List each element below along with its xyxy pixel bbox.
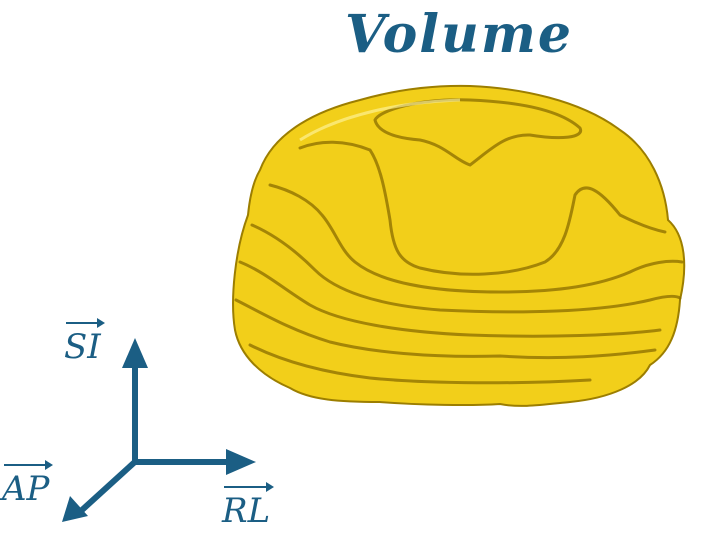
si-arrow-icon (122, 338, 148, 368)
ap-arrow-icon (62, 496, 88, 522)
rl-axis-label: RL (222, 482, 275, 528)
rl-axis-label-text: RL (222, 482, 275, 528)
volume-silhouette (232, 84, 686, 407)
figure-title: Volume (345, 4, 573, 65)
rl-arrow-icon (226, 449, 256, 475)
si-axis-label-text: SI (64, 318, 105, 364)
si-axis-label: SI (64, 318, 105, 364)
ap-axis-label: AP (2, 460, 54, 506)
ap-axis-label-text: AP (2, 460, 54, 506)
volume-render (232, 84, 686, 407)
volume-contours (234, 98, 684, 385)
ap-axis-line (79, 457, 140, 513)
orientation-axes (62, 338, 256, 522)
volume-highlight (299, 98, 461, 142)
